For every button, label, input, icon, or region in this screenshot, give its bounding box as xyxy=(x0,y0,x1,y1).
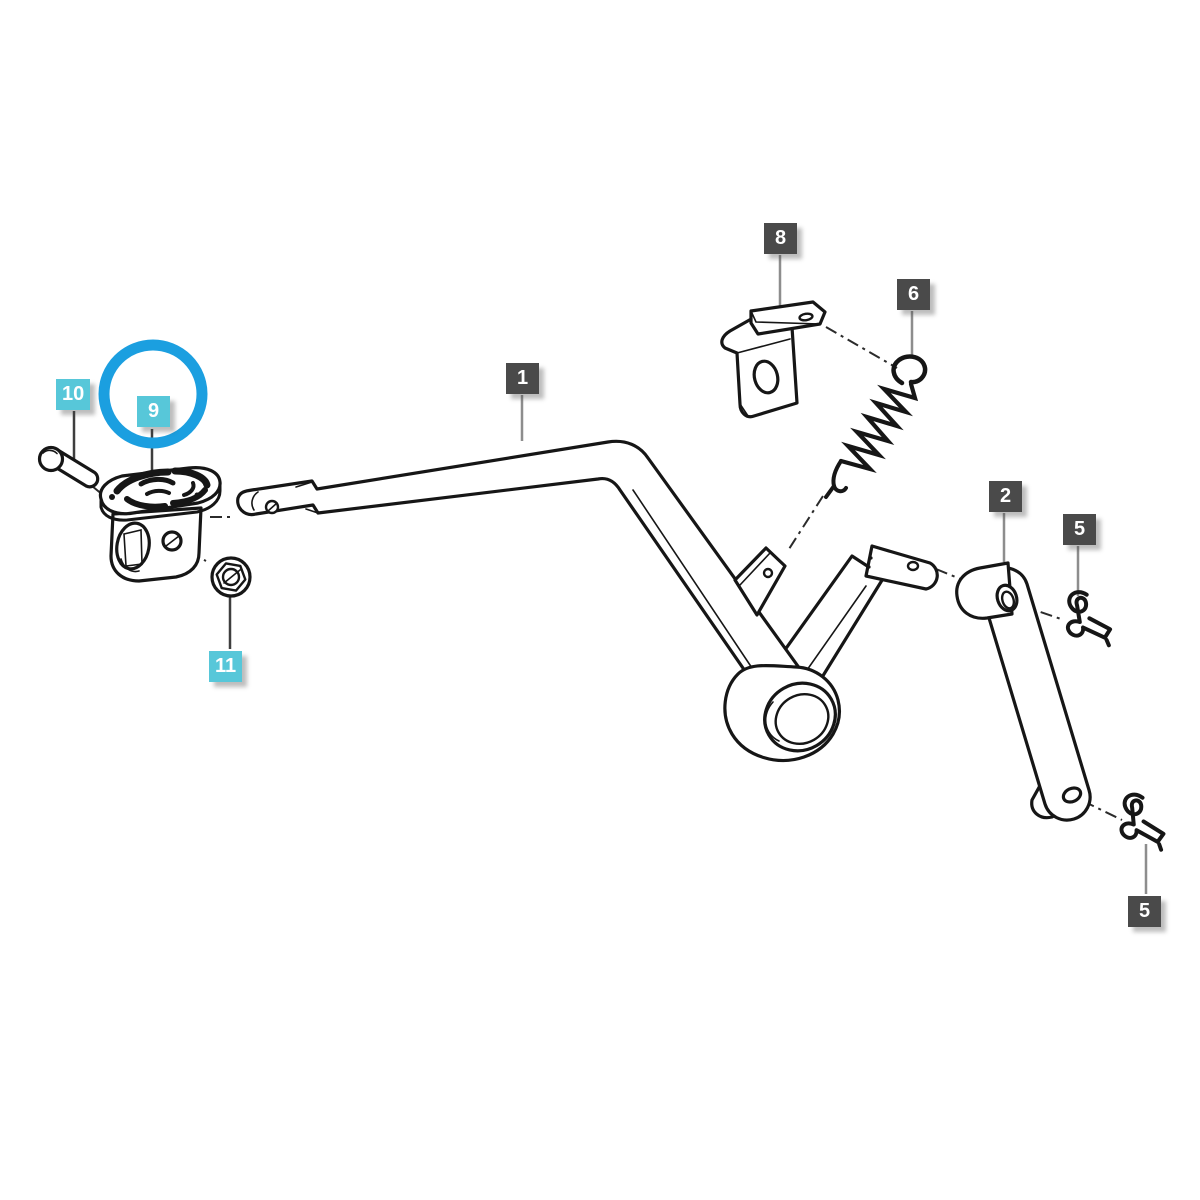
callout-5-upper[interactable]: 5 xyxy=(1063,514,1096,545)
leader-lines xyxy=(72,255,1148,894)
callout-label: 2 xyxy=(999,485,1012,507)
bolt-part[interactable] xyxy=(37,445,100,489)
pedal-tread-pattern xyxy=(109,467,211,510)
lock-clip-lower-part[interactable] xyxy=(1117,792,1172,852)
callout-8[interactable]: 8 xyxy=(764,223,797,254)
pedal-rod-part[interactable] xyxy=(236,439,939,763)
callout-label: 6 xyxy=(907,283,920,305)
callout-label: 5 xyxy=(1138,900,1151,922)
callout-label: 8 xyxy=(774,227,787,249)
callout-label: 9 xyxy=(147,400,160,422)
flange-nut-part[interactable] xyxy=(210,556,252,598)
highlight-circle xyxy=(98,339,208,449)
callout-5-lower[interactable]: 5 xyxy=(1128,896,1161,927)
callout-11[interactable]: 11 xyxy=(209,651,243,682)
callout-label: 10 xyxy=(62,383,85,405)
pedal-pad-part[interactable] xyxy=(98,466,222,583)
lock-clip-upper-part[interactable] xyxy=(1064,590,1116,648)
callout-label: 5 xyxy=(1073,518,1086,540)
callout-label: 1 xyxy=(516,367,529,389)
callout-9[interactable]: 9 xyxy=(137,396,170,427)
link-arm-part[interactable] xyxy=(955,561,1092,822)
callout-label: 11 xyxy=(215,655,237,677)
return-spring-part[interactable] xyxy=(824,354,928,499)
mount-bracket-part[interactable] xyxy=(720,300,827,419)
callout-2[interactable]: 2 xyxy=(989,481,1022,512)
callout-10[interactable]: 10 xyxy=(56,379,91,410)
callout-6[interactable]: 6 xyxy=(897,279,930,310)
callout-1[interactable]: 1 xyxy=(506,363,539,394)
